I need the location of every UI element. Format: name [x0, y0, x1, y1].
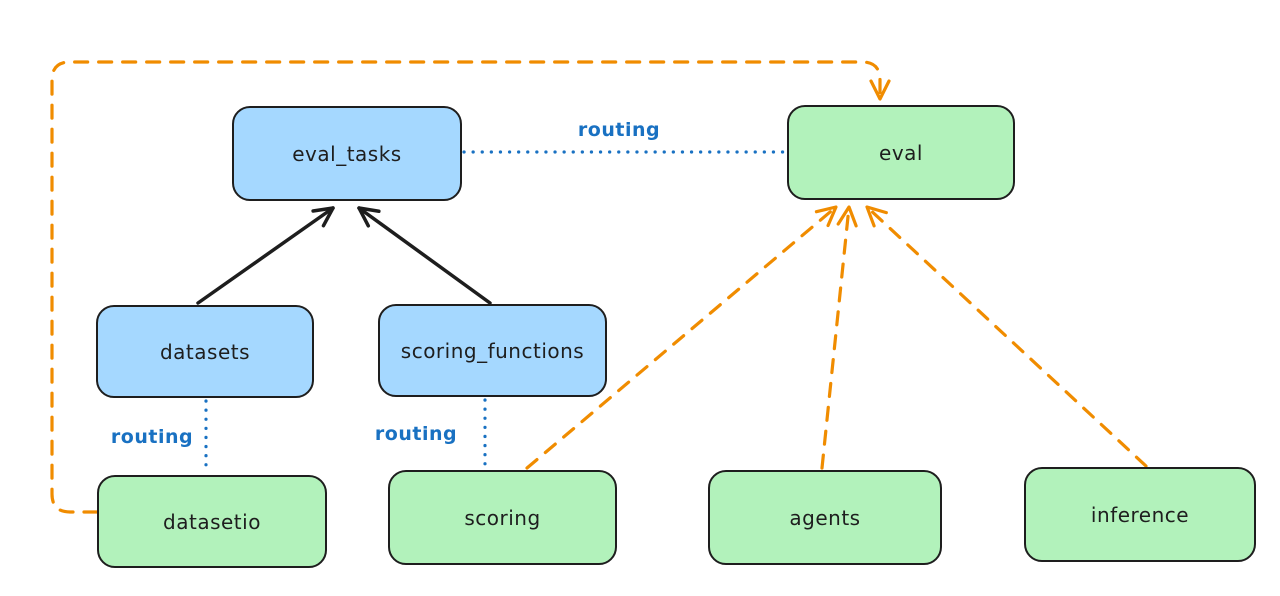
node-datasetio-label: datasetio [163, 509, 261, 534]
edge-datasetio-to-eval [50, 60, 891, 514]
edge-scoring-functions-to-eval-tasks [357, 206, 492, 305]
node-eval-tasks-label: eval_tasks [292, 141, 402, 166]
edge-label-routing-eval-tasks-eval: routing [577, 119, 661, 141]
node-datasetio: datasetio [97, 475, 327, 568]
edge-datasets-to-eval-tasks [196, 206, 335, 305]
node-agents-label: agents [789, 505, 861, 530]
edge-inference-to-eval [865, 205, 1148, 468]
node-scoring: scoring [388, 470, 617, 565]
node-agents: agents [708, 470, 942, 565]
node-datasets: datasets [96, 305, 314, 398]
node-eval-label: eval [879, 140, 923, 165]
edge-label-routing-scoring-functions-scoring: routing [374, 423, 458, 445]
node-eval-tasks: eval_tasks [232, 106, 462, 201]
node-eval: eval [787, 105, 1015, 200]
node-scoring-functions: scoring_functions [378, 304, 607, 397]
node-inference-label: inference [1090, 502, 1190, 527]
edge-agents-to-eval [820, 205, 858, 470]
node-scoring-functions-label: scoring_functions [400, 338, 585, 363]
node-inference: inference [1024, 467, 1256, 562]
node-datasets-label: datasets [159, 339, 251, 364]
node-scoring-label: scoring [464, 505, 541, 530]
edge-label-routing-datasets-datasetio: routing [110, 426, 194, 448]
edge-scoring-to-eval [525, 205, 838, 470]
